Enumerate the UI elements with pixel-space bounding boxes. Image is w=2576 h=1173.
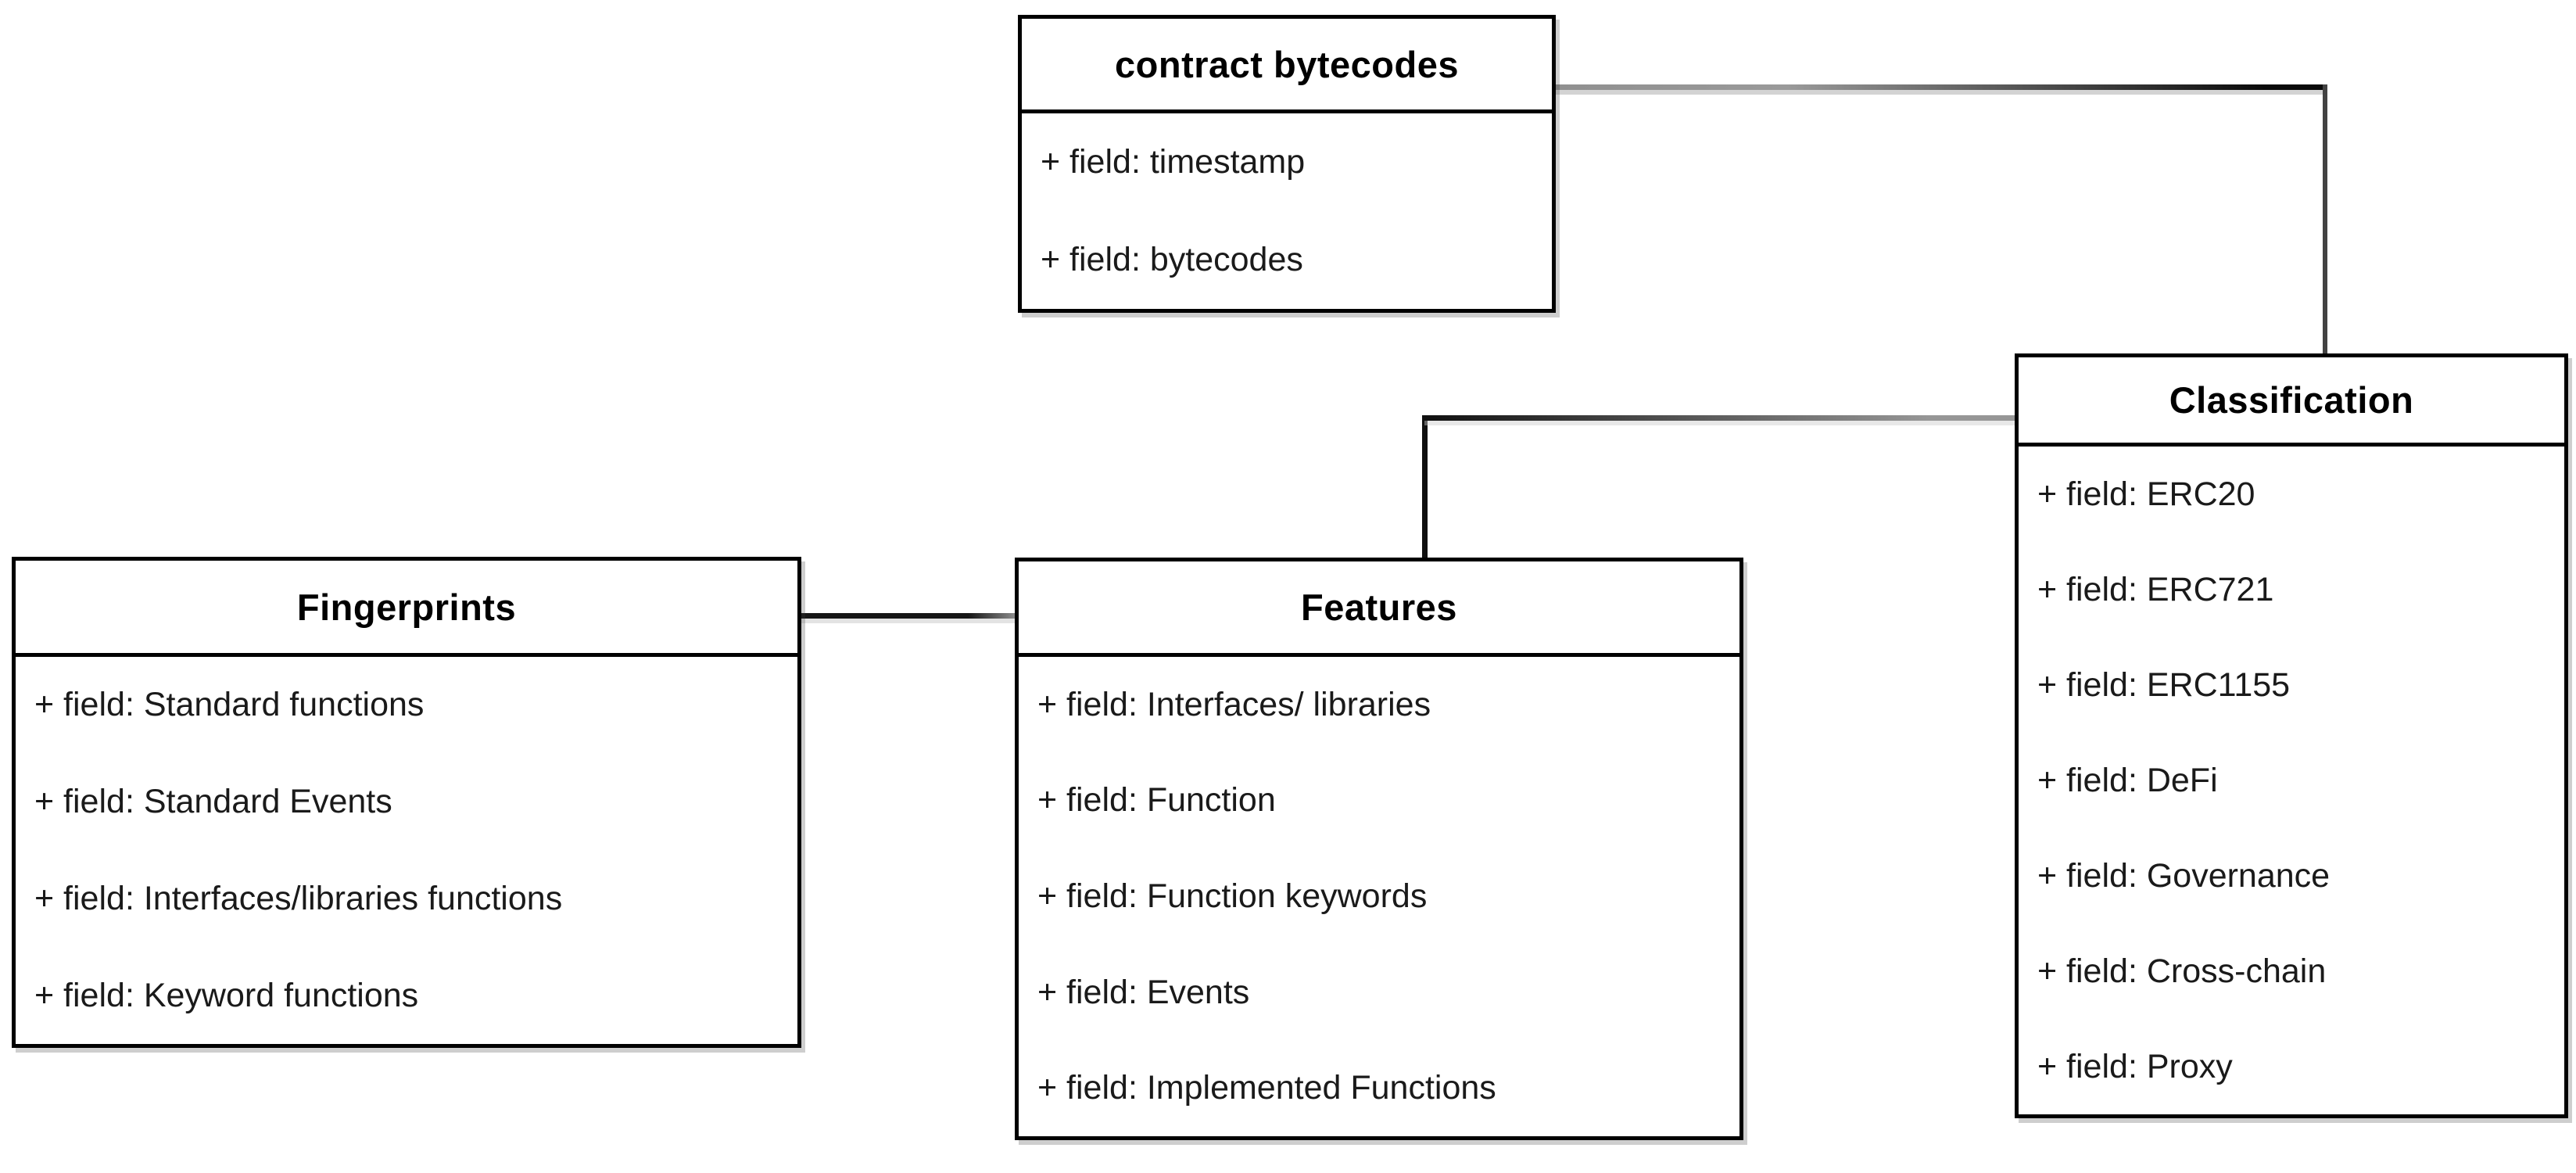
field-row: + field: timestamp: [1041, 143, 1306, 181]
connector-bytecodes-classification-vertical: [2323, 84, 2327, 356]
field-row: + field: Proxy: [2037, 1047, 2233, 1085]
class-box-features: Features + field: Interfaces/ libraries …: [1015, 558, 1743, 1140]
class-title: Fingerprints: [16, 561, 797, 657]
class-title: Features: [1019, 561, 1739, 657]
field-row: + field: Governance: [2037, 856, 2331, 895]
connector-bytecodes-classification-horizontal: [1555, 84, 2327, 90]
connector-features-classification-vertical: [1422, 415, 1428, 560]
class-fields: + field: timestamp + field: bytecodes: [1022, 113, 1552, 309]
field-row: + field: Events: [1037, 973, 1250, 1011]
class-fields: + field: Standard functions + field: Sta…: [16, 657, 797, 1044]
class-title: Classification: [2019, 357, 2564, 447]
class-box-fingerprints: Fingerprints + field: Standard functions…: [12, 557, 801, 1048]
class-fields: + field: ERC20 + field: ERC721 + field: …: [2019, 447, 2564, 1114]
field-row: + field: Standard Events: [34, 783, 392, 821]
field-row: + field: Function: [1037, 781, 1276, 820]
field-row: + field: Standard functions: [34, 686, 425, 724]
field-row: + field: Implemented Functions: [1037, 1069, 1496, 1107]
field-row: + field: ERC1155: [2037, 665, 2291, 704]
field-row: + field: Cross-chain: [2037, 952, 2327, 990]
class-fields: + field: Interfaces/ libraries + field: …: [1019, 657, 1739, 1136]
field-row: + field: ERC20: [2037, 475, 2255, 513]
class-box-classification: Classification + field: ERC20 + field: E…: [2015, 353, 2568, 1118]
field-row: + field: bytecodes: [1041, 241, 1303, 278]
field-row: + field: Function keywords: [1037, 877, 1428, 915]
connector-features-classification-horizontal: [1424, 415, 2017, 421]
connector-fingerprints-features: [801, 613, 1016, 619]
field-row: + field: ERC721: [2037, 570, 2274, 608]
field-row: + field: Keyword functions: [34, 976, 419, 1014]
class-box-contract-bytecodes: contract bytecodes + field: timestamp + …: [1018, 15, 1556, 313]
field-row: + field: DeFi: [2037, 761, 2218, 799]
field-row: + field: Interfaces/ libraries: [1037, 685, 1431, 723]
class-title: contract bytecodes: [1022, 19, 1552, 113]
field-row: + field: Interfaces/libraries functions: [34, 879, 563, 917]
